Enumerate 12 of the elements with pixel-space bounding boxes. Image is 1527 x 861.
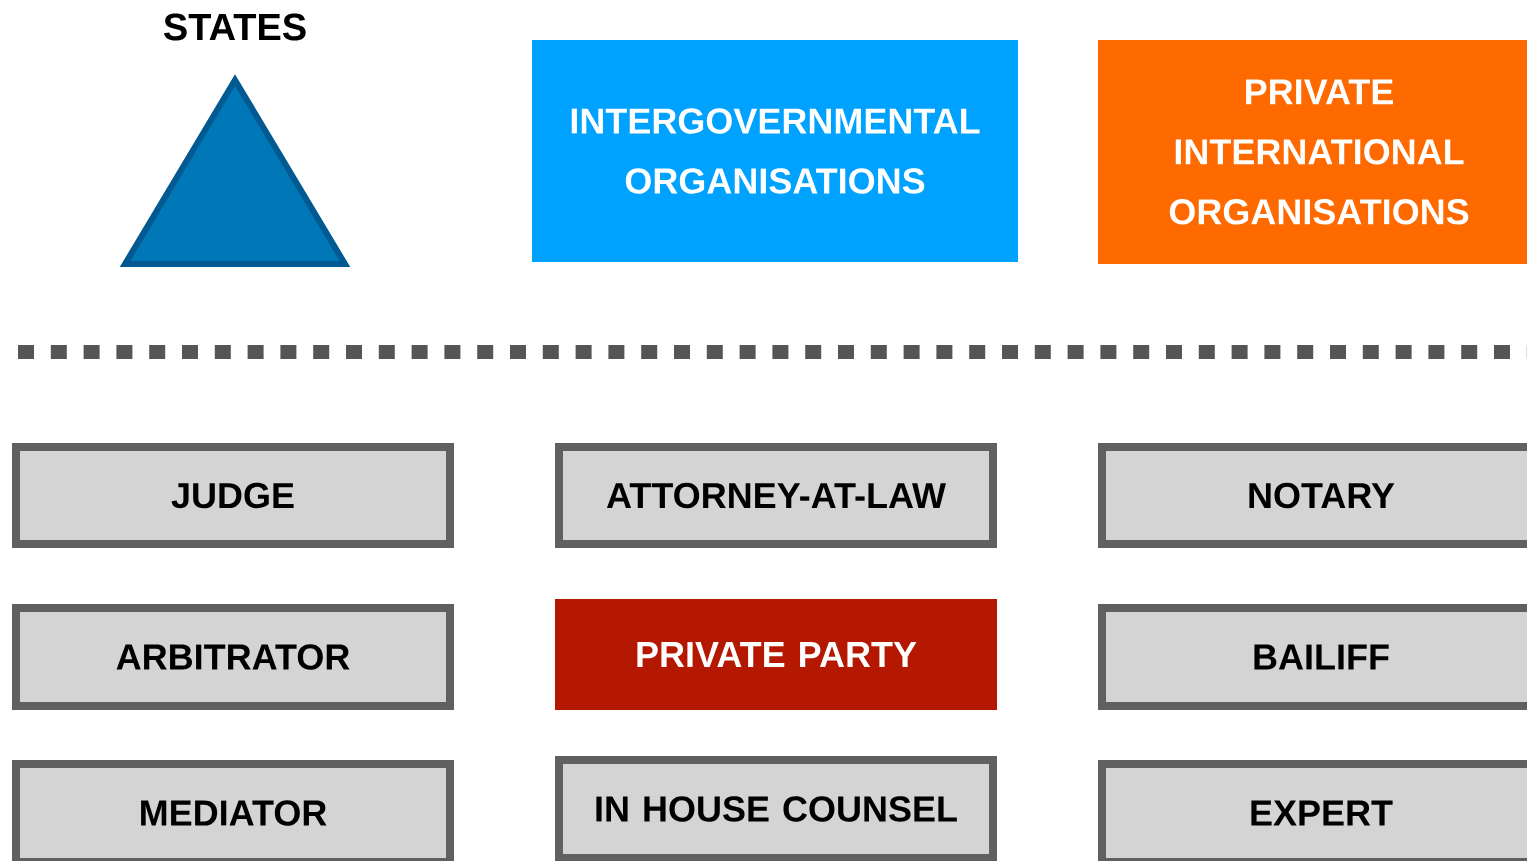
organisation-box: INTERGOVERNMENTAL ORGANISATIONS — [532, 40, 1018, 262]
highlight-box: PRIVATE PARTY — [555, 599, 997, 710]
role-box: MEDIATOR — [12, 760, 454, 861]
heading: STATES — [163, 13, 306, 41]
role-box: BAILIFF — [1098, 604, 1527, 710]
role-box: ARBITRATOR — [12, 604, 454, 710]
role-box: IN HOUSE COUNSEL — [555, 756, 997, 861]
organisation-box: PRIVATE INTERNATIONAL ORGANISATIONS — [1098, 40, 1527, 264]
role-box: ATTORNEY-AT-LAW — [555, 443, 997, 548]
role-box: EXPERT — [1098, 760, 1527, 861]
role-box: NOTARY — [1098, 443, 1527, 548]
role-box: JUDGE — [12, 443, 454, 548]
